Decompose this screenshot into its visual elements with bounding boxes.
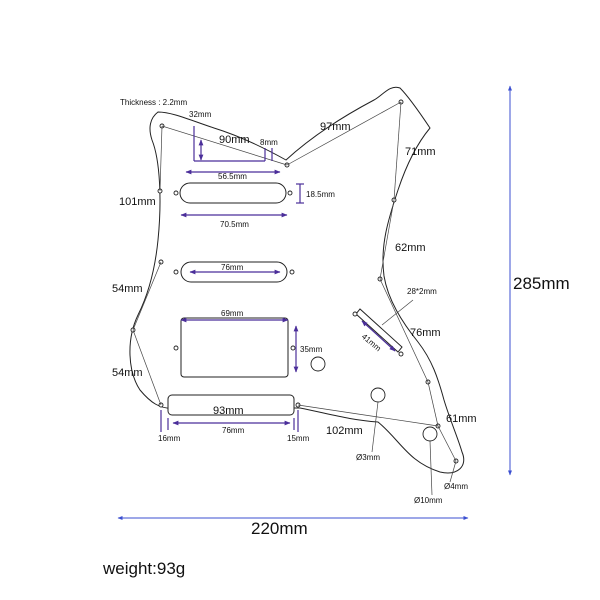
label-35mm: 35mm xyxy=(300,345,323,354)
label-18-5mm: 18.5mm xyxy=(306,190,335,199)
neck-pickup-cutout xyxy=(179,182,287,204)
label-54mm-bottom: 54mm xyxy=(112,367,143,379)
label-54mm-top: 54mm xyxy=(112,283,143,295)
label-8mm: 8mm xyxy=(260,138,278,147)
label-93mm: 93mm xyxy=(213,405,244,417)
label-76mm-right: 76mm xyxy=(410,327,441,339)
label-28x2mm: 28*2mm xyxy=(407,287,437,296)
label-16mm: 16mm xyxy=(158,434,181,443)
pot-hole-1 xyxy=(310,356,326,372)
pot-hole-2 xyxy=(370,387,386,403)
dimension-lines xyxy=(160,126,396,432)
label-61mm: 61mm xyxy=(446,413,477,425)
label-15mm: 15mm xyxy=(287,434,310,443)
label-69mm: 69mm xyxy=(221,309,244,318)
jack-hole xyxy=(422,426,438,442)
switch-hole-1 xyxy=(352,311,358,317)
humbucker-cutout xyxy=(180,317,289,378)
label-62mm: 62mm xyxy=(395,242,426,254)
label-76mm-bottom: 76mm xyxy=(222,426,245,435)
label-71mm: 71mm xyxy=(405,146,436,158)
label-90mm: 90mm xyxy=(219,134,250,146)
label-76mm-middle: 76mm xyxy=(221,263,244,272)
label-285mm: 285mm xyxy=(513,274,570,293)
label-32mm: 32mm xyxy=(189,110,212,119)
label-dia-3mm: Ø3mm xyxy=(356,453,380,462)
thickness-label: Thickness : 2.2mm xyxy=(120,98,187,107)
control-slot-bottom xyxy=(167,394,295,416)
label-dia-4mm: Ø4mm xyxy=(444,482,468,491)
label-220mm: 220mm xyxy=(251,519,308,538)
label-102mm: 102mm xyxy=(326,425,363,437)
leader-lines xyxy=(132,101,457,496)
label-101mm: 101mm xyxy=(119,196,156,208)
pickguard-outline xyxy=(129,86,465,474)
weight-label: weight:93g xyxy=(103,559,186,578)
label-97mm: 97mm xyxy=(320,121,351,133)
label-dia-10mm: Ø10mm xyxy=(414,496,443,505)
label-70-5mm: 70.5mm xyxy=(220,220,249,229)
label-56-5mm: 56.5mm xyxy=(218,172,247,181)
switch-hole-2 xyxy=(398,351,404,357)
